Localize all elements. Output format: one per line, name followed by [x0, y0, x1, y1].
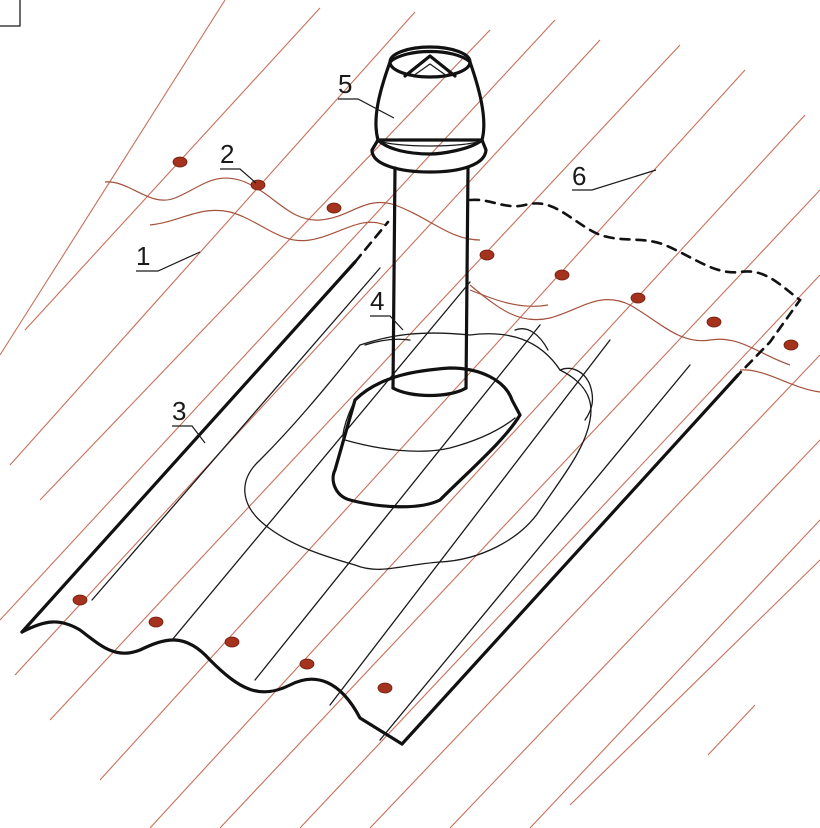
screw: [72, 594, 88, 606]
screw: [148, 616, 164, 628]
screw: [250, 179, 266, 191]
callout-4: 4: [370, 286, 404, 331]
corrugated-sheet: [20, 260, 740, 746]
svg-text:5: 5: [338, 69, 352, 99]
screw: [326, 202, 342, 214]
screw: [377, 682, 393, 694]
screw: [172, 156, 188, 168]
callout-6: 6: [572, 161, 657, 191]
flashing-base: [244, 328, 594, 570]
screw: [630, 292, 646, 304]
screw: [224, 636, 240, 648]
roof-screws: [72, 156, 799, 694]
svg-text:2: 2: [220, 139, 234, 169]
svg-text:1: 1: [136, 241, 150, 271]
hidden-sheet-edge: [353, 198, 802, 377]
svg-text:4: 4: [370, 286, 384, 316]
svg-text:3: 3: [172, 396, 186, 426]
callout-3: 3: [172, 396, 206, 444]
callout-1: 1: [136, 241, 201, 272]
callout-2: 2: [220, 139, 257, 184]
screw: [706, 316, 722, 328]
screw: [479, 249, 495, 261]
vent-base-adapter: [331, 366, 522, 509]
vent-pipe: [391, 166, 470, 398]
roof-wave-profiles: [104, 177, 820, 393]
frame-corner: [0, 0, 21, 27]
callout-5: 5: [338, 69, 395, 119]
screw: [299, 658, 315, 670]
screw: [783, 339, 799, 351]
screw: [554, 269, 570, 281]
svg-text:6: 6: [572, 161, 586, 191]
vent-cap: [370, 45, 488, 174]
